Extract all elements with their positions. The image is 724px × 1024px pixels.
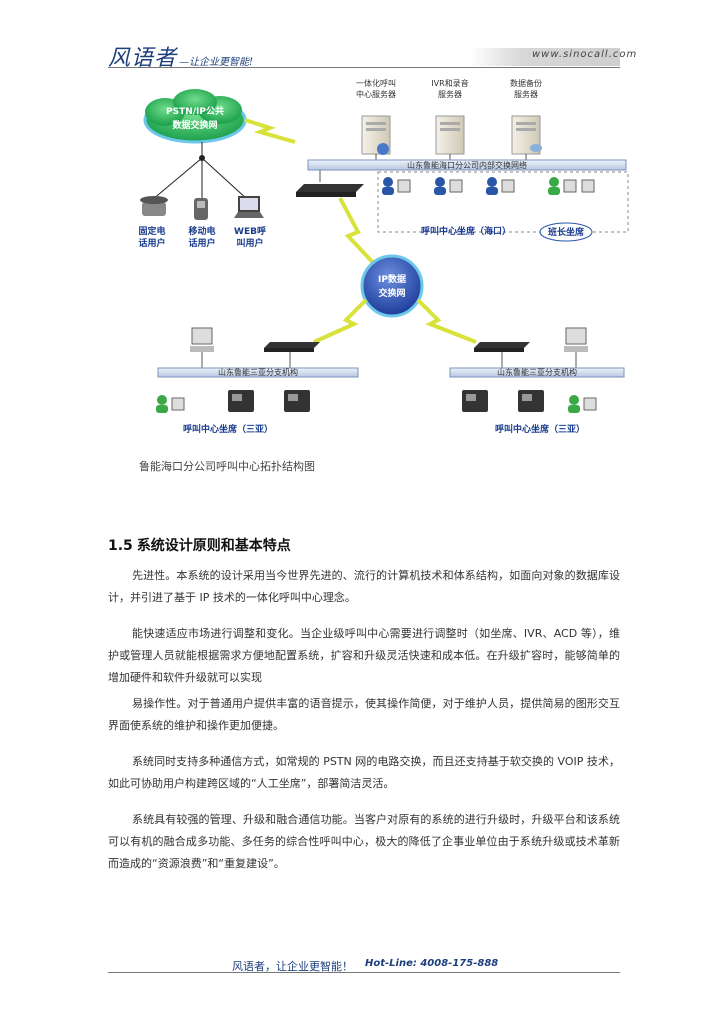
- user-mobile-label-2: 话用户: [188, 237, 215, 249]
- topology-diagram: PSTN/IP公共 数据交换网 固定电 话用户 移动电 话用户 WEB呼: [138, 78, 629, 435]
- section-title: 系统设计原则和基本特点: [136, 538, 291, 554]
- user-web-label-2: 叫用户: [236, 237, 263, 249]
- left-switch-icon: [264, 342, 320, 352]
- top-network-bus: 山东鲁能海口分公司内部交换网络: [307, 159, 627, 171]
- brand-name: 风语者: [108, 46, 178, 71]
- server1-label-1: 一体化呼叫: [356, 78, 396, 88]
- laptop-icon: [234, 196, 264, 218]
- paragraph-management: 系统具有较强的管理、升级和融合通信功能。当客户对原有的系统的进行升级时，升级平台…: [108, 813, 620, 870]
- server-ivr-icon: [435, 115, 465, 155]
- right-bus-label: 山东鲁能三亚分支机构: [497, 367, 577, 377]
- section-number: 1.5: [108, 538, 133, 554]
- server3-label-1: 数据备份: [510, 78, 542, 88]
- user-mobile-label-1: 移动电: [188, 225, 215, 237]
- brand-slogan: —让企业更智能!: [179, 57, 254, 68]
- ip-phone-icon: [462, 390, 488, 412]
- right-pc-icon: [564, 327, 588, 352]
- fixed-phone-icon: [140, 196, 168, 216]
- left-agents: [156, 390, 310, 413]
- header-url-band: [470, 48, 620, 66]
- header-divider: [108, 67, 620, 68]
- agent-icon: [434, 177, 463, 195]
- paragraph-adaptability: 能快速适应市场进行调整和变化。当企业级呼叫中心需要进行调整时（如坐席、IVR、A…: [108, 627, 620, 684]
- haikou-seats-label: 呼叫中心坐席（海口）: [421, 225, 511, 237]
- right-network-bus: 山东鲁能三亚分支机构: [449, 367, 625, 378]
- paragraph-advanced: 先进性。本系统的设计采用当今世界先进的、流行的计算机技术和体系结构，如面向对象的…: [108, 569, 620, 604]
- footer-hotline: Hot-Line: 4008-175-888: [365, 958, 499, 969]
- right-agents: [462, 390, 597, 413]
- mobile-phone-icon: [194, 198, 208, 220]
- agent-icon: [156, 395, 185, 413]
- footer-divider: [108, 972, 620, 973]
- pstn-cloud-label-1: PSTN/IP公共: [166, 105, 224, 117]
- left-seats-label: 呼叫中心坐席（三亚）: [183, 423, 273, 435]
- switch-icon: [296, 184, 364, 197]
- right-switch-icon: [474, 342, 530, 352]
- pstn-cloud-label-2: 数据交换网: [172, 119, 217, 131]
- server-callcenter-icon: [361, 115, 391, 155]
- team-leader-label: 班长坐席: [548, 226, 584, 238]
- left-network-bus: 山东鲁能三亚分支机构: [157, 367, 359, 378]
- pstn-cloud: PSTN/IP公共 数据交换网: [143, 89, 247, 144]
- ip-cloud-label-2: 交换网: [378, 287, 405, 299]
- server3-label-2: 服务器: [514, 89, 538, 99]
- team-leader-agent-icon: [548, 177, 595, 195]
- paragraph-communication: 系统同时支持多种通信方式，如常规的 PSTN 网的电路交换，而且还支持基于软交换…: [108, 755, 620, 790]
- ip-phone-icon: [518, 390, 544, 412]
- top-bus-label: 山东鲁能海口分公司内部交换网络: [407, 160, 527, 170]
- header-logo: 风语者 —让企业更智能!: [108, 40, 253, 72]
- server-backup-icon: [511, 115, 542, 155]
- agent-icon: [382, 177, 411, 195]
- paragraph-usability: 易操作性。对于普通用户提供丰富的语音提示，使其操作简便，对于维护人员，提供简易的…: [108, 697, 620, 732]
- figure-caption: 鲁能海口分公司呼叫中心拓扑结构图: [139, 460, 315, 473]
- server1-label-2: 中心服务器: [356, 89, 396, 99]
- server2-label-1: IVR和录音: [431, 78, 468, 88]
- agent-icon: [568, 395, 597, 413]
- server2-label-2: 服务器: [438, 89, 462, 99]
- left-pc-icon: [190, 327, 214, 352]
- user-fixed-label-1: 固定电: [138, 225, 165, 237]
- ip-cloud: IP数据 交换网: [360, 254, 424, 318]
- agent-icon: [486, 177, 515, 195]
- ip-cloud-label-1: IP数据: [378, 273, 406, 285]
- haikou-agents: [382, 177, 595, 195]
- ip-phone-icon: [228, 390, 254, 412]
- user-fixed-label-2: 话用户: [138, 237, 165, 249]
- ip-phone-icon: [284, 390, 310, 412]
- header-url: www.sinocall.com: [532, 49, 638, 60]
- user-web-label-1: WEB呼: [234, 225, 266, 237]
- footer-slogan: 风语者，让企业更智能！: [232, 960, 353, 973]
- right-seats-label: 呼叫中心坐席（三亚）: [495, 423, 585, 435]
- left-bus-label: 山东鲁能三亚分支机构: [218, 367, 298, 377]
